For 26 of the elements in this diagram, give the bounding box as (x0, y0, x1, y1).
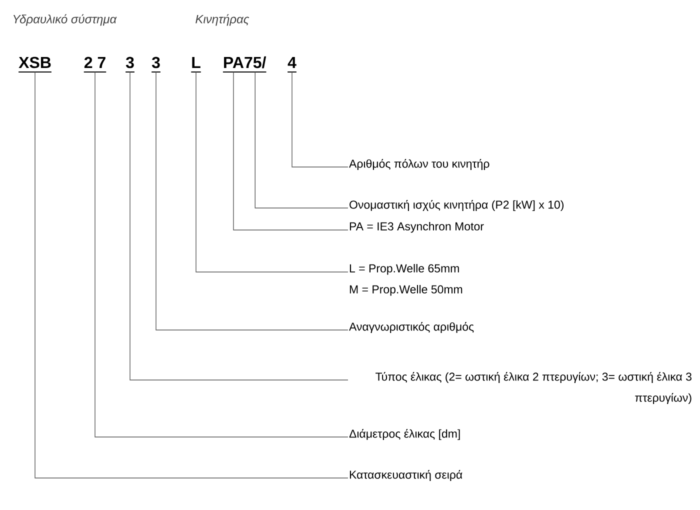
heading: Κινητήρας (196, 14, 250, 26)
description-text: Κατασκευαστική σειρά (350, 470, 462, 482)
description-text: Αναγνωριστικός αριθμός (349, 322, 474, 334)
leader-line (254, 72, 348, 208)
leader-line (292, 72, 348, 168)
description-text: Αριθμός πόλων του κινητήρ (349, 159, 490, 170)
heading: Υδραυλικό σύστημα (13, 14, 117, 26)
description-text: Διάμετρος έλικας [dm] (349, 429, 460, 440)
description-text: Ονομαστική ισχύς κινητήρα (P2 [kW] x 10) (350, 200, 564, 212)
code-segment: 3 (125, 56, 135, 72)
code-segment: L (190, 56, 202, 72)
leader-line (196, 72, 348, 272)
description-text: Τύπος έλικας (2= ωστική έλικα 2 πτερυγίων; 3= ωστική έλικα 3 πτερυγίων) (376, 372, 692, 404)
code-segment: PA (222, 56, 244, 72)
leader-line (34, 72, 348, 478)
description-text: L = Prop.Welle 65mm M = Prop.Welle 50mm (350, 264, 462, 296)
leader-line (233, 72, 348, 230)
leader-line (156, 72, 348, 330)
code-segment: 2 7 (83, 56, 107, 72)
leader-line (130, 72, 348, 380)
description-text: PA = IE3 Asynchron Motor (350, 222, 484, 233)
code-segment: 75/ (244, 56, 267, 72)
leader-line (94, 72, 348, 438)
code-segment: XSB (18, 56, 52, 72)
code-segment: 4 (287, 56, 297, 72)
code-segment: 3 (151, 56, 161, 72)
